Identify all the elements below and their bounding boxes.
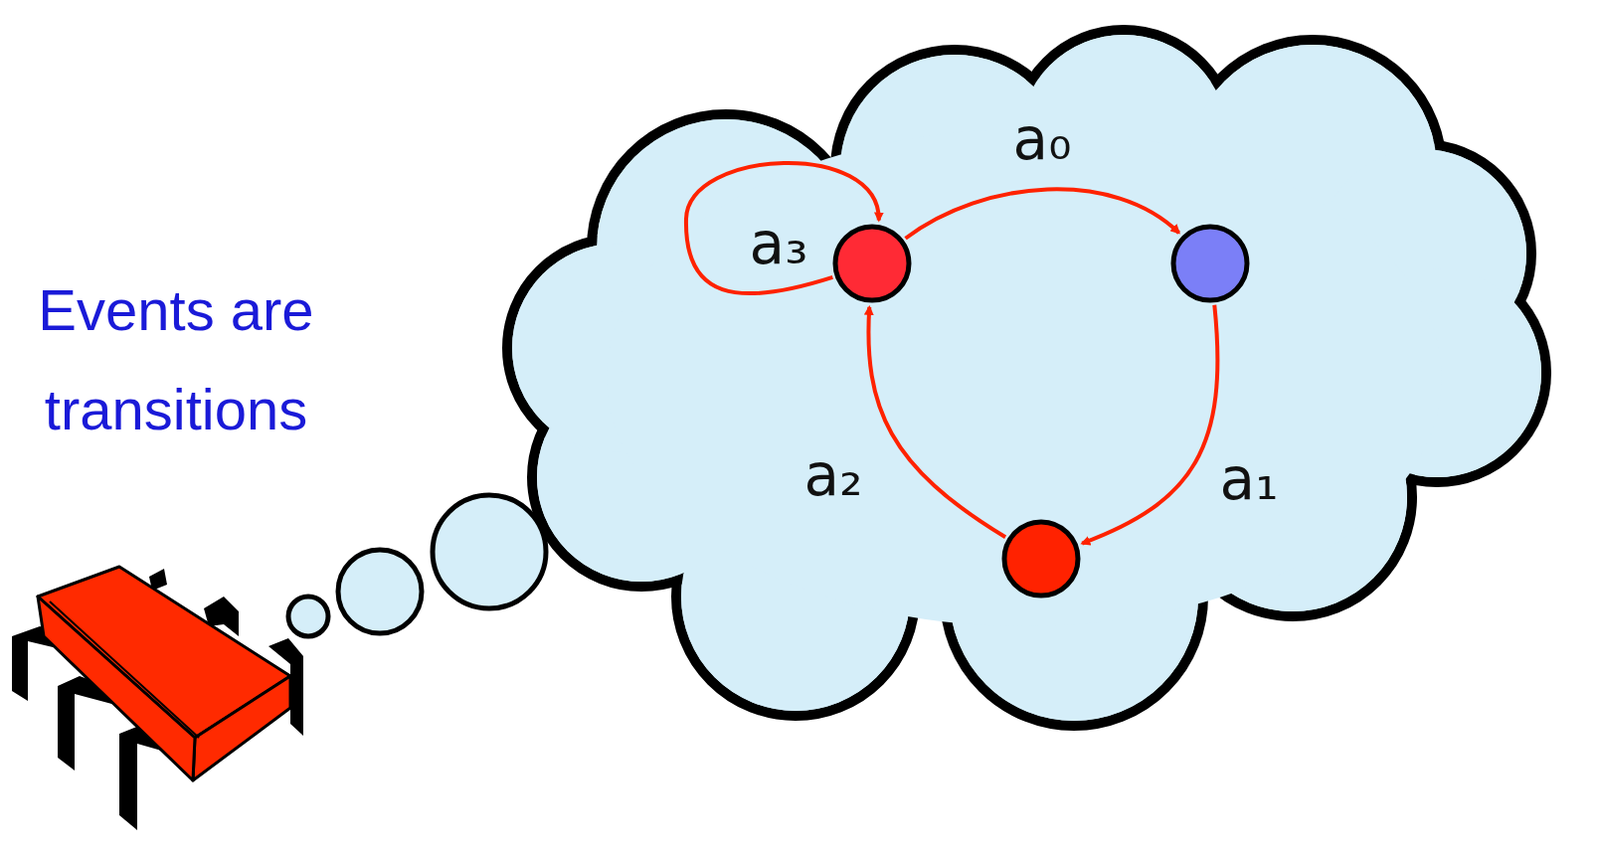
state-circle [1170, 223, 1250, 304]
cloud-fill [512, 34, 1542, 721]
transition-arrow [905, 188, 1180, 238]
thought-bubbles [288, 495, 546, 637]
caption-text: Events are transitions [1, 260, 351, 460]
event-label: a₀ [1013, 110, 1072, 169]
event-label: a₂ [804, 446, 864, 505]
cloud-outline [507, 29, 1547, 726]
robot-figure [11, 566, 304, 831]
event-label: a₁ [1220, 450, 1279, 509]
transition-arrow [868, 307, 1006, 537]
state-circle [1001, 519, 1081, 599]
event-label: a₃ [749, 214, 809, 273]
state-circle [832, 223, 912, 304]
transition-arrow [1081, 305, 1218, 544]
